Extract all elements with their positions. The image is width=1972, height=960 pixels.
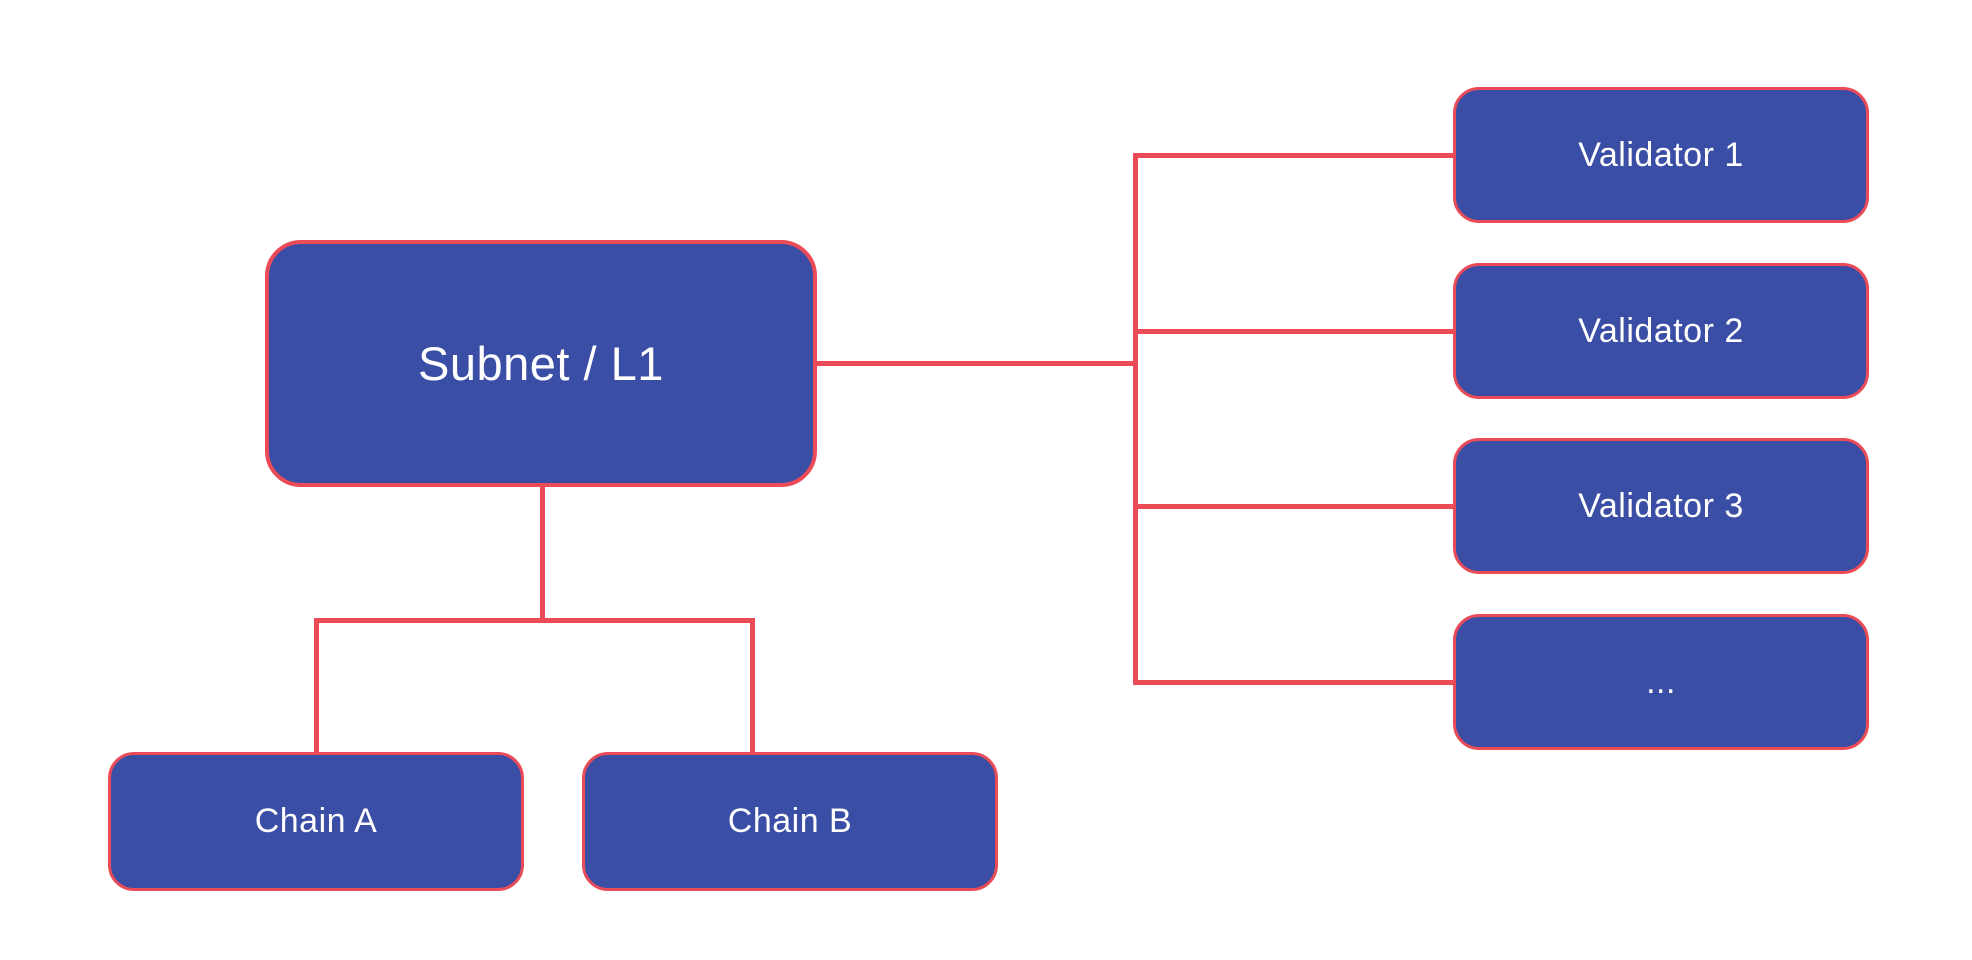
validator-node-3-label: Validator 3 (1578, 486, 1744, 525)
chain-b-node-label: Chain B (727, 802, 853, 840)
connector-validator-trunk (1132, 152, 1138, 685)
validator-node-2: Validator 2 (1453, 263, 1869, 399)
validator-node-2-label: Validator 2 (1578, 311, 1744, 350)
connector-root-to-chains (539, 484, 545, 623)
chain-a-node: Chain A (108, 752, 524, 891)
connector-branch-validator-3 (1132, 503, 1455, 509)
connector-root-to-trunk (815, 360, 1138, 366)
subnet-node-label: Subnet / L1 (418, 337, 664, 390)
subnet-node: Subnet / L1 (265, 240, 817, 487)
connector-branch-chain-a (313, 617, 319, 755)
validator-node-1-label: Validator 1 (1578, 135, 1744, 174)
connector-branch-chain-b (749, 617, 755, 755)
validator-node-3: Validator 3 (1453, 438, 1869, 574)
connector-branch-validator-more (1132, 679, 1455, 685)
validator-node-1: Validator 1 (1453, 87, 1869, 223)
validator-node-more-label: ... (1646, 662, 1676, 701)
connector-chains-crossbar (313, 617, 755, 623)
connector-branch-validator-2 (1132, 328, 1455, 334)
chain-b-node: Chain B (582, 752, 998, 891)
connector-branch-validator-1 (1132, 152, 1455, 158)
validator-node-more: ... (1453, 614, 1869, 750)
chain-a-node-label: Chain A (254, 802, 378, 840)
